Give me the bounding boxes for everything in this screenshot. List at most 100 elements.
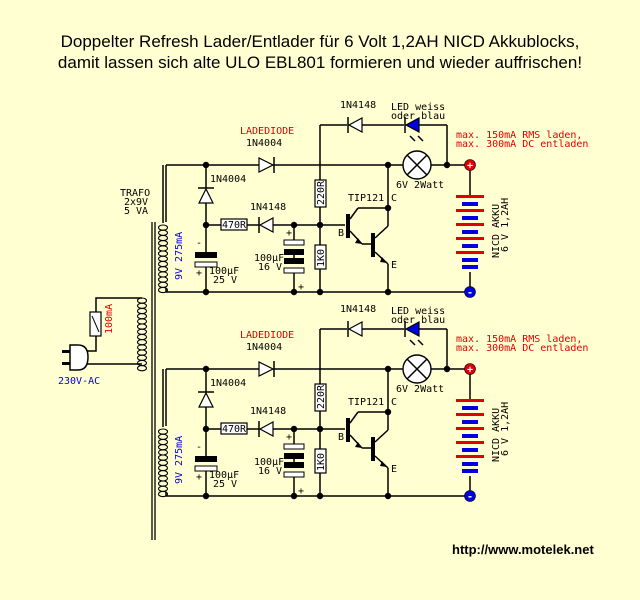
cap-plus-sign: + [298,282,304,293]
transistor-1-base [346,418,350,442]
diode-rectifier [198,391,214,408]
battery-cell-positive [456,237,484,240]
cap-plus-sign: + [286,432,292,443]
coil-turn [136,313,148,320]
coil-turn [157,229,169,236]
battery-cell-negative [462,244,478,248]
label-signal-diode: 1N4148 [250,202,286,213]
transistor-2-base [371,437,375,461]
transistor-2-base [371,233,375,257]
label-pin-b: B [338,432,344,443]
label-pin-c: C [391,193,397,204]
fuse-element [91,315,100,333]
cap-minus-sign: - [196,442,202,453]
label-capacitor-2-voltage: 16 V [258,262,282,273]
label-led-1: LED weiss [391,306,445,317]
label-resistor-220r: 220R [316,180,327,205]
emitter-arrow [355,442,362,448]
coil-turn [136,333,148,341]
website-url[interactable]: http://www.motelek.net [452,542,594,557]
battery-cell-negative [462,434,478,438]
battery-cell-negative [462,202,478,206]
wire [95,297,142,312]
note-line-2: max. 300mA DC entladen [456,343,588,354]
coil-turn [157,459,169,466]
led-light-arrow [417,135,424,142]
label-resistor-1k0: 1K0 [316,249,327,267]
coil-turn [157,470,169,477]
coil-turn [136,323,148,330]
note-line-2: max. 300mA DC entladen [456,139,588,150]
primary-winding [136,297,148,372]
diode-charge [258,157,275,173]
plus-glyph: + [467,365,473,376]
mains-label: 230V-AC [58,376,100,387]
battery-cell-positive [456,413,484,416]
label-resistor-470r: 470R [222,220,247,231]
coil-turn [136,344,148,351]
transformer-label-1: TRAFO [120,188,150,199]
diode-signal [258,420,274,438]
label-lamp: 6V 2Watt [396,180,444,191]
mains-input: 100mA 230V-AC [58,297,148,387]
battery-cell-positive [456,399,484,402]
junction-dot [443,365,451,373]
coil-turn [157,255,169,262]
battery-cell-negative [462,420,478,424]
plug-pin [62,350,70,353]
capacitor-2a-negative-plate [284,249,304,255]
diode-charge [258,361,275,377]
battery-cell-negative [462,469,478,473]
coil-turn [157,224,169,231]
title-line-2: damit lassen sich alte ULO EBL801 formie… [57,53,583,72]
battery-cell-positive [456,427,484,430]
label-capacitor-1-value: 100µF [209,266,239,277]
capacitor-2b-positive-plate [283,267,305,274]
cap-plus-sign: + [196,268,202,279]
capacitor-1-negative-plate [195,456,217,462]
label-led-1: LED weiss [391,102,445,113]
diode-signal-2 [347,320,363,338]
coil-turn [157,276,169,283]
emitter-arrow [380,461,387,467]
battery-cell-negative [462,448,478,452]
battery-minus-terminal-icon [464,490,476,502]
coil-turn [136,339,148,346]
led-light-arrow [409,339,416,346]
wire [374,225,389,239]
label-ladediode: LADEDIODE [240,126,294,137]
coil-turn [136,318,148,325]
battery-cell-negative [462,406,478,410]
emitter-arrow [355,238,362,244]
transformer: TRAFO 2x9V 5 VA [120,188,156,540]
label-pin-e: E [391,464,397,475]
wire [84,336,97,352]
battery-cell-positive [456,209,484,212]
label-charge-diode: 1N4004 [246,138,282,149]
coil-turn [136,302,148,309]
battery-cell-negative [462,462,478,466]
battery-cell-negative [462,230,478,234]
coil-turn [157,480,169,487]
note-line-1: max. 150mA RMS laden, [456,130,582,141]
plug-pin [62,362,70,365]
led-light-arrow [409,135,416,142]
coil-turn [157,271,169,278]
secondary-label: 9V 275mA [174,232,185,280]
label-resistor-1k0: 1K0 [316,453,327,471]
battery-cell-positive [456,441,484,444]
coil-turn [157,234,169,242]
coil-turn [157,475,169,482]
coil-winding [157,224,169,294]
battery-cell-negative [462,258,478,262]
secondary-label: 9V 275mA [174,436,185,484]
battery-cell-positive [456,455,484,458]
label-pin-e: E [391,260,397,271]
label-battery-1: NICD AKKU [491,204,502,258]
coil-turn [157,449,169,456]
transistor-1-base [346,214,350,238]
label-capacitor-2-voltage: 16 V [258,466,282,477]
capacitor-2b-positive-plate [283,471,305,478]
cap-minus-sign: - [196,238,202,249]
